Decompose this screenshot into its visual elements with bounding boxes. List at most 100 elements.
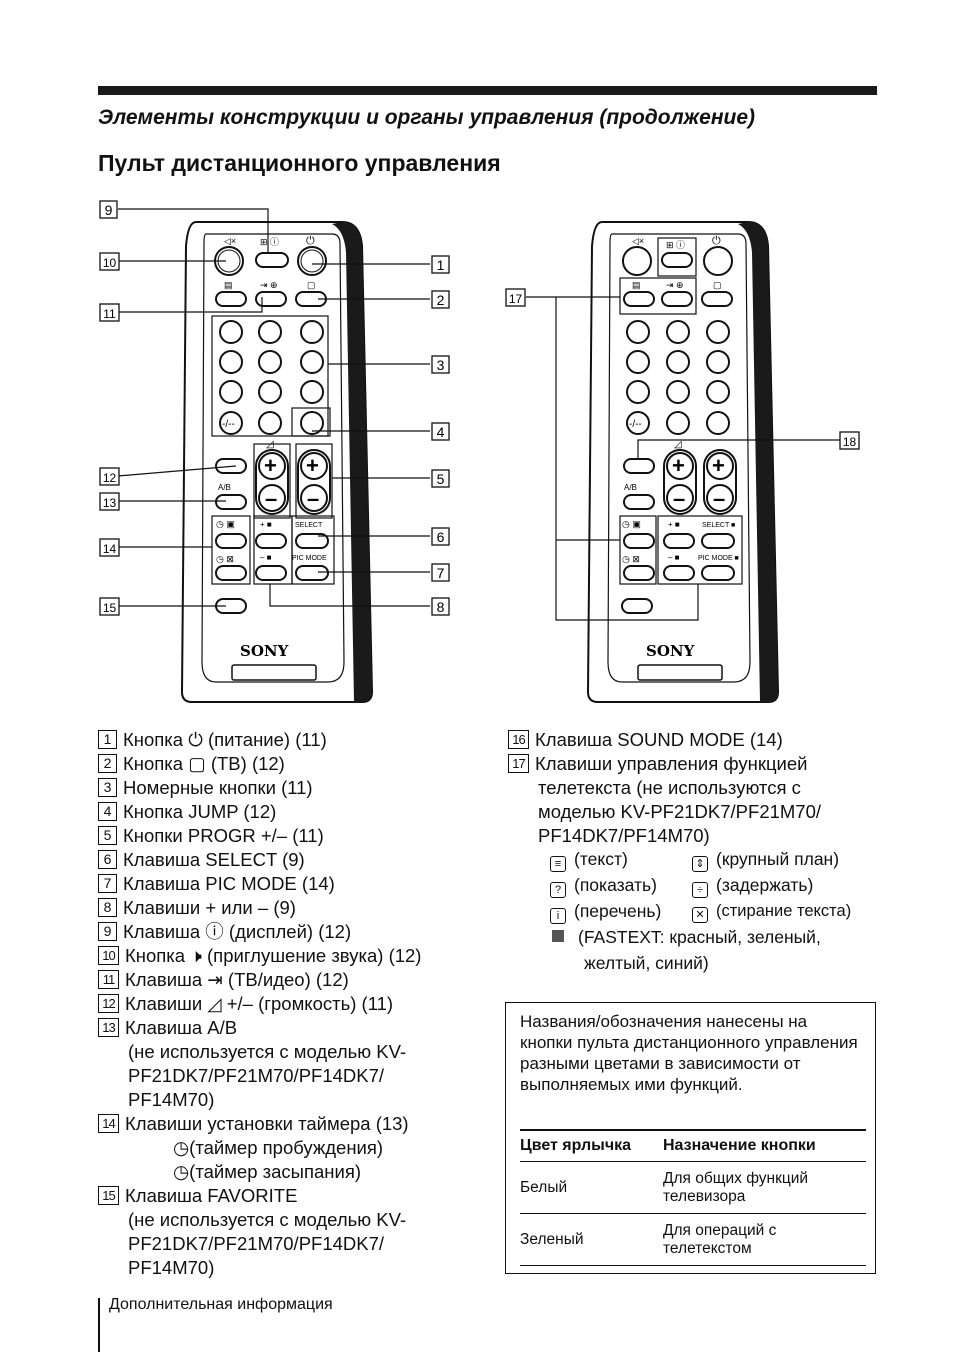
svg-text:– ■: – ■ bbox=[260, 553, 272, 562]
svg-text:◷ ⊠: ◷ ⊠ bbox=[622, 554, 640, 564]
svg-text:–: – bbox=[673, 486, 685, 511]
svg-text:–: – bbox=[265, 486, 277, 511]
svg-text:⇥ ⊕: ⇥ ⊕ bbox=[260, 280, 278, 290]
svg-text:2: 2 bbox=[437, 292, 445, 308]
svg-text:SONY: SONY bbox=[240, 642, 289, 660]
svg-text:⏻: ⏻ bbox=[306, 235, 315, 247]
table-row: Зеленый Для операций с телетекстом bbox=[520, 1214, 866, 1266]
svg-text:▢: ▢ bbox=[713, 280, 722, 290]
svg-text:–: – bbox=[307, 486, 319, 511]
svg-text:4: 4 bbox=[437, 424, 445, 440]
svg-text:⏻: ⏻ bbox=[712, 235, 721, 247]
remote-1: ◁× ⊞ ⓘ ⏻ ▤ ⇥ ⊕ ▢ -/-- ◿ + – bbox=[181, 221, 373, 703]
svg-text:–: – bbox=[713, 486, 725, 511]
svg-text:◁×: ◁× bbox=[632, 236, 644, 246]
svg-text:PIC MODE ■: PIC MODE ■ bbox=[698, 555, 739, 562]
color-table: Цвет ярлычка Назначение кнопки Белый Для… bbox=[520, 1129, 866, 1266]
svg-text:15: 15 bbox=[103, 601, 117, 615]
list-item-note: (не используется с моделью KV- bbox=[128, 1209, 407, 1230]
svg-text:1: 1 bbox=[437, 257, 445, 273]
fastext-note: (FASTEXT: красный, зеленый,желтый, синий… bbox=[550, 924, 851, 976]
footer-bar bbox=[98, 1298, 100, 1352]
remote-2: ⊞ ⓘ ◁× ⏻ ▤ ⇥ ⊕ ▢ -/-- ◿ + – + – A/B bbox=[587, 221, 779, 703]
text-icon: ≡ bbox=[550, 856, 566, 872]
svg-text:+: + bbox=[264, 453, 277, 478]
svg-text:◷ ▣: ◷ ▣ bbox=[216, 519, 235, 529]
svg-text:-/--: -/-- bbox=[629, 419, 642, 430]
svg-text:A/B: A/B bbox=[624, 483, 637, 492]
alarm-clock-icon: ◷ bbox=[173, 1137, 190, 1158]
footer-section-label: Дополнительная информация bbox=[109, 1296, 333, 1313]
list-item-note: PF14M70) bbox=[128, 1089, 215, 1110]
svg-text:13: 13 bbox=[103, 496, 117, 510]
svg-text:5: 5 bbox=[437, 471, 445, 487]
svg-text:12: 12 bbox=[103, 471, 117, 485]
svg-text:▤: ▤ bbox=[632, 280, 641, 290]
list-item-note: телетекста (не используются с bbox=[538, 777, 801, 798]
svg-text:18: 18 bbox=[843, 435, 857, 449]
svg-text:◷ ⊠: ◷ ⊠ bbox=[216, 554, 234, 564]
callout-lines-left bbox=[117, 208, 430, 607]
glossary-row: ≡(текст) ⇕(крупный план) bbox=[550, 846, 851, 872]
svg-text:11: 11 bbox=[103, 307, 116, 321]
svg-text:⇥ ⊕: ⇥ ⊕ bbox=[666, 280, 684, 290]
svg-text:◿: ◿ bbox=[674, 439, 682, 450]
list-item-note: ◷(таймер засыпания) bbox=[173, 1161, 361, 1182]
list-item-note: моделью KV-PF21DK7/PF21M70/ bbox=[538, 801, 822, 822]
svg-text:17: 17 bbox=[509, 292, 523, 306]
glossary-row: ?(показать) ÷(задержать) bbox=[550, 872, 851, 898]
enlarge-icon: ⇕ bbox=[692, 856, 708, 872]
svg-text:3: 3 bbox=[437, 357, 445, 373]
remote-diagram: ◁× ⊞ ⓘ ⏻ ▤ ⇥ ⊕ ▢ -/-- ◿ + – bbox=[99, 200, 860, 703]
svg-text:+ ■: + ■ bbox=[260, 520, 272, 529]
svg-text:14: 14 bbox=[103, 542, 117, 556]
svg-text:▤: ▤ bbox=[224, 280, 233, 290]
svg-text:10: 10 bbox=[103, 256, 117, 270]
svg-text:+ ■: + ■ bbox=[668, 520, 680, 529]
list-item-note: PF21DK7/PF21M70/PF14DK7/ bbox=[128, 1233, 385, 1254]
list-item-note: ◷(таймер пробуждения) bbox=[173, 1137, 384, 1158]
table-row: Белый Для общих функций телевизора bbox=[520, 1162, 866, 1214]
svg-text:⊞ ⓘ: ⊞ ⓘ bbox=[260, 237, 279, 247]
svg-text:– ■: – ■ bbox=[668, 553, 680, 562]
top-rule bbox=[98, 86, 877, 95]
cancel-icon: ✕ bbox=[692, 907, 708, 923]
svg-text:8: 8 bbox=[437, 599, 445, 615]
sleep-timer-icon: ◷ bbox=[173, 1161, 190, 1182]
index-icon: i bbox=[550, 908, 566, 924]
svg-text:+: + bbox=[672, 453, 685, 478]
svg-text:PIC MODE: PIC MODE bbox=[292, 555, 327, 562]
teletext-glossary: ≡(текст) ⇕(крупный план) ?(показать) ÷(з… bbox=[550, 846, 851, 976]
callout-labels: 9 10 11 12 13 14 15 1 2 3 4 5 6 7 8 17 1… bbox=[99, 200, 860, 616]
hold-icon: ÷ bbox=[692, 882, 708, 898]
color-label-note: Названия/обозначения нанесены на кнопки … bbox=[505, 1002, 876, 1274]
svg-text:+: + bbox=[712, 453, 725, 478]
list-item-note: PF21DK7/PF21M70/PF14DK7/ bbox=[128, 1065, 385, 1086]
svg-text:◁×: ◁× bbox=[224, 236, 236, 246]
svg-text:-/--: -/-- bbox=[222, 419, 235, 430]
page-title: Пульт дистанционного управления bbox=[98, 150, 501, 176]
svg-text:SELECT: SELECT bbox=[295, 522, 323, 529]
svg-text:◷ ▣: ◷ ▣ bbox=[622, 519, 641, 529]
svg-text:SELECT ■: SELECT ■ bbox=[702, 522, 735, 529]
reveal-icon: ? bbox=[550, 882, 566, 898]
svg-text:6: 6 bbox=[437, 529, 445, 545]
list-item-note: PF14DK7/PF14M70) bbox=[538, 825, 710, 846]
svg-text:SONY: SONY bbox=[646, 642, 695, 660]
